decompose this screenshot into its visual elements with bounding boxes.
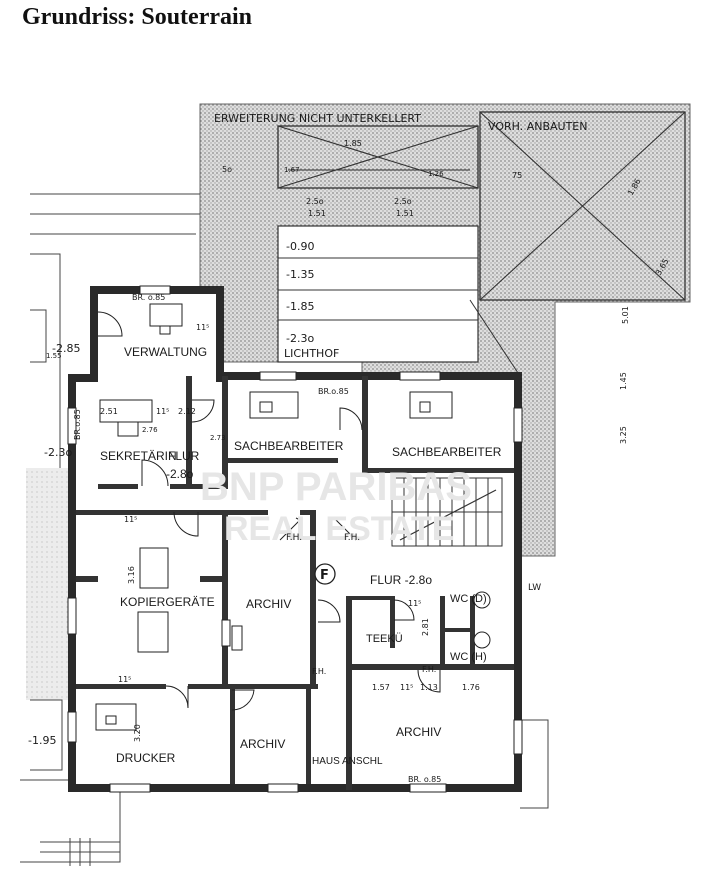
dim-145: 1.45 [619, 372, 628, 390]
room-kopiergeraete: KOPIERGERÄTE [120, 595, 215, 609]
dim-316: 3.16 [127, 566, 136, 584]
f-circle-icon [314, 563, 336, 585]
level-mark-1: -0.90 [286, 240, 314, 253]
dim-br-left: BR.o.85 [73, 409, 82, 440]
dim-155: 1.55 [46, 352, 62, 360]
dim-273: 2.73 [210, 434, 226, 442]
room-haus-anschl: HAUS ANSCHL [312, 756, 383, 767]
room-flur-2: FLUR -2.8o [370, 573, 432, 587]
dim-115-b: 11⁵ [196, 323, 209, 332]
dim-126: 1.26 [428, 170, 444, 178]
dim-113: 1.13 [420, 683, 438, 692]
vorhanbauten-cross-box [479, 111, 686, 301]
dim-250a: 2.5o [306, 197, 324, 206]
level-mark-3: -1.85 [286, 300, 314, 313]
dim-left-top: -2.85 [52, 342, 80, 355]
extension-cross-box [277, 125, 479, 189]
watermark-line-2: REAL ESTATE [224, 510, 454, 548]
dim-281: 2.81 [421, 618, 430, 636]
dim-276: 2.76 [142, 426, 158, 434]
room-sekretaerin: SEKRETÄRIN [100, 449, 177, 463]
vorhanbauten-label: VORH. ANBAUTEN [488, 120, 587, 133]
dim-501: 5.01 [621, 306, 630, 324]
room-flur-level: -2.8o [166, 467, 194, 481]
room-archiv-2: ARCHIV [240, 737, 285, 751]
staircase [391, 477, 503, 547]
room-flur: FLUR [168, 449, 200, 463]
dim-320: 3.20 [133, 724, 142, 742]
furniture [95, 303, 491, 731]
dim-115-f: 11⁵ [408, 599, 421, 608]
outside-left-structures [20, 193, 549, 866]
lichthof-label: LICHTHOF [284, 347, 339, 360]
dim-250b: 2.5o [394, 197, 412, 206]
symbol-f: F [320, 568, 329, 583]
dim-left-bottom: -1.95 [28, 734, 56, 747]
dim-151a: 1.51 [308, 209, 326, 218]
dim-115-a: 11⁵ [156, 407, 169, 416]
dim-115-c: 11⁵ [124, 515, 137, 524]
symbol-fh-b: F.H. [344, 533, 360, 543]
windows [67, 285, 523, 793]
room-archiv-3: ARCHIV [396, 725, 441, 739]
dim-251: 2.51 [100, 407, 118, 416]
page-title: Grundriss: Souterrain [22, 4, 253, 30]
left-terrain [26, 468, 70, 700]
room-sachbearbeiter-2: SACHBEARBEITER [392, 445, 502, 459]
room-teekue: TEEKÜ [366, 633, 403, 645]
dim-left-mid: -2.3o [44, 446, 72, 459]
doors [97, 311, 441, 711]
dim-151b: 1.51 [396, 209, 414, 218]
lichthof-steps [277, 225, 521, 377]
dim-157: 1.57 [372, 683, 390, 692]
level-mark-2: -1.35 [286, 268, 314, 281]
room-drucker: DRUCKER [116, 751, 176, 765]
symbol-fh-d: F.H. [422, 665, 436, 674]
symbols: F.H. F.H. F.H. F.H. F LW [286, 533, 541, 676]
dim-br-bottom: BR. o.85 [408, 775, 441, 784]
symbol-fh-a: F.H. [286, 533, 302, 543]
dim-115-e: 11⁵ [400, 683, 413, 692]
symbol-lw: LW [528, 583, 541, 593]
dim-167: 1.67 [284, 166, 300, 174]
dim-176: 1.76 [462, 683, 480, 692]
dim-5o: 5o [222, 165, 232, 174]
interior-walls [76, 376, 514, 790]
dim-115-d: 11⁵ [118, 675, 131, 684]
room-archiv-1: ARCHIV [246, 597, 291, 611]
dim-175: 75 [512, 171, 522, 180]
dim-212: 2.12 [178, 407, 196, 416]
dim-br-mid: BR.o.85 [318, 387, 349, 396]
room-wc-h: WC (H) [450, 651, 487, 663]
room-sachbearbeiter-1: SACHBEARBEITER [234, 439, 344, 453]
symbol-fh-c: F.H. [312, 667, 326, 676]
level-mark-4: -2.3o [286, 332, 314, 345]
erweiterung-label: ERWEITERUNG NICHT UNTERKELLERT [214, 112, 421, 125]
dim-br-top: BR. o.85 [132, 293, 165, 302]
dim-325: 3.25 [619, 426, 628, 444]
room-wc-d: WC (D) [450, 593, 487, 605]
room-verwaltung: VERWALTUNG [124, 345, 207, 359]
watermark-line-1: BNP PARIBAS [200, 465, 472, 509]
dim-185: 1.85 [344, 139, 362, 148]
